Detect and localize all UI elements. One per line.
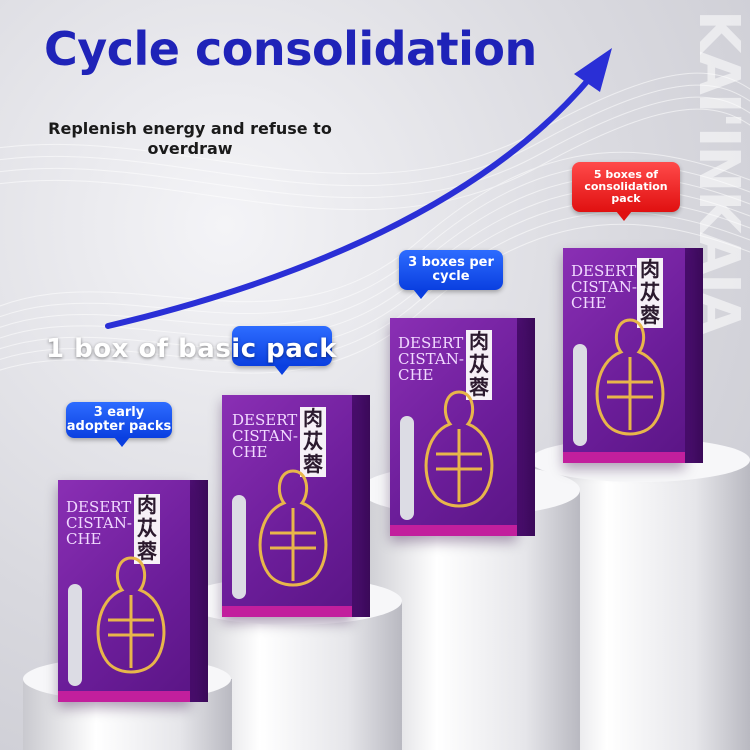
page-subtitle: Replenish energy and refuse to overdraw <box>48 119 332 158</box>
page-title: Cycle consolidation <box>44 22 537 76</box>
tier-2-label-text: 1 box of basic pack <box>46 334 338 364</box>
tier-2-label-bubble <box>232 326 332 375</box>
